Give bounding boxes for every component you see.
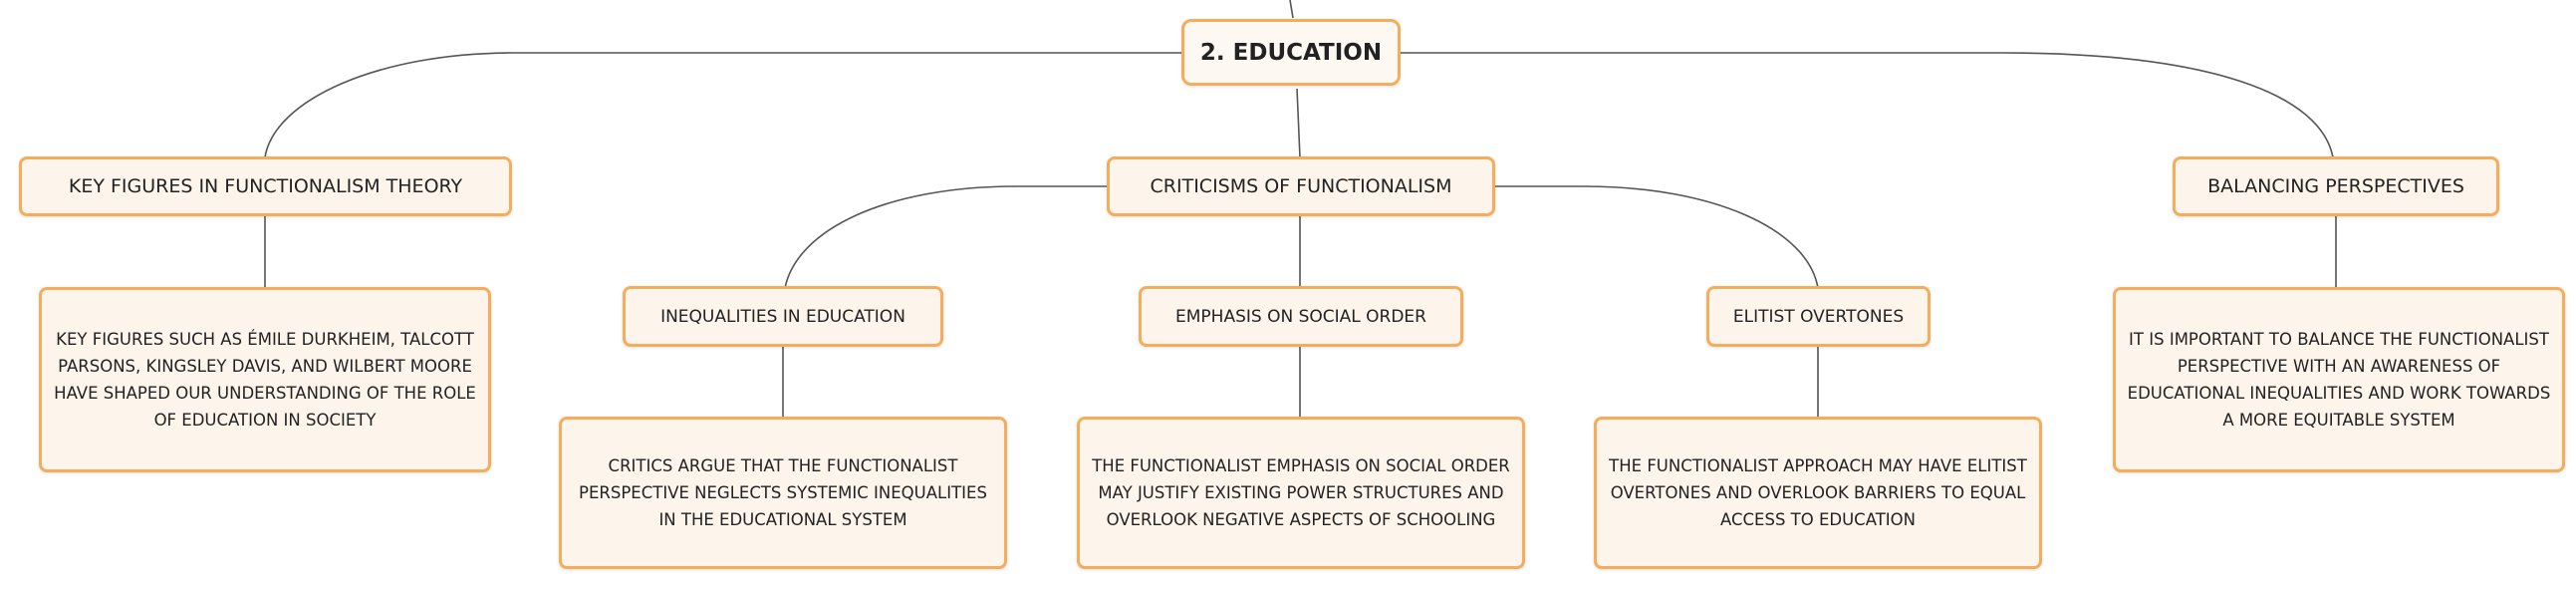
subtopic-node-label: INEQUALITIES IN EDUCATION <box>660 306 905 327</box>
connector-root-balancing <box>1401 52 2334 158</box>
detail-node-elitist[interactable]: THE FUNCTIONALIST APPROACH MAY HAVE ELIT… <box>1594 417 2042 569</box>
connector-root-criticisms <box>1296 88 1301 158</box>
topic-node-criticisms[interactable]: CRITICISMS OF FUNCTIONALISM <box>1107 156 1495 216</box>
connector-criticisms-inequalities <box>784 185 1108 289</box>
detail-node-text: KEY FIGURES SUCH AS ÉMILE DURKHEIM, TALC… <box>54 330 476 430</box>
root-node-label: 2. EDUCATION <box>1199 39 1383 66</box>
subtopic-node-social-order[interactable]: EMPHASIS ON SOCIAL ORDER <box>1139 286 1463 347</box>
detail-node-text: THE FUNCTIONALIST APPROACH MAY HAVE ELIT… <box>1609 456 2027 529</box>
topic-node-label: BALANCING PERSPECTIVES <box>2207 175 2464 197</box>
detail-node-social-order[interactable]: THE FUNCTIONALIST EMPHASIS ON SOCIAL ORD… <box>1077 417 1525 569</box>
connector-criticisms-elitist <box>1492 185 1819 289</box>
detail-node-inequalities[interactable]: CRITICS ARGUE THAT THE FUNCTIONALIST PER… <box>559 417 1007 569</box>
subtopic-node-label: EMPHASIS ON SOCIAL ORDER <box>1175 306 1426 327</box>
root-node[interactable]: 2. EDUCATION <box>1181 19 1401 86</box>
topic-node-label: CRITICISMS OF FUNCTIONALISM <box>1150 175 1452 197</box>
connector-root-key-figures <box>264 52 1183 158</box>
topic-node-balancing[interactable]: BALANCING PERSPECTIVES <box>2173 156 2499 216</box>
subtopic-node-label: ELITIST OVERTONES <box>1732 306 1905 327</box>
topic-node-label: KEY FIGURES IN FUNCTIONALISM THEORY <box>68 175 463 197</box>
subtopic-node-inequalities[interactable]: INEQUALITIES IN EDUCATION <box>623 286 943 347</box>
detail-node-text: THE FUNCTIONALIST EMPHASIS ON SOCIAL ORD… <box>1092 456 1510 529</box>
detail-node-text: IT IS IMPORTANT TO BALANCE THE FUNCTIONA… <box>2127 330 2551 430</box>
detail-node-balancing[interactable]: IT IS IMPORTANT TO BALANCE THE FUNCTIONA… <box>2113 287 2565 472</box>
connector-incoming-root <box>1289 0 1294 19</box>
topic-node-key-figures[interactable]: KEY FIGURES IN FUNCTIONALISM THEORY <box>19 156 512 216</box>
detail-node-key-figures[interactable]: KEY FIGURES SUCH AS ÉMILE DURKHEIM, TALC… <box>39 287 491 472</box>
detail-node-text: CRITICS ARGUE THAT THE FUNCTIONALIST PER… <box>579 456 987 529</box>
subtopic-node-elitist[interactable]: ELITIST OVERTONES <box>1706 286 1931 347</box>
